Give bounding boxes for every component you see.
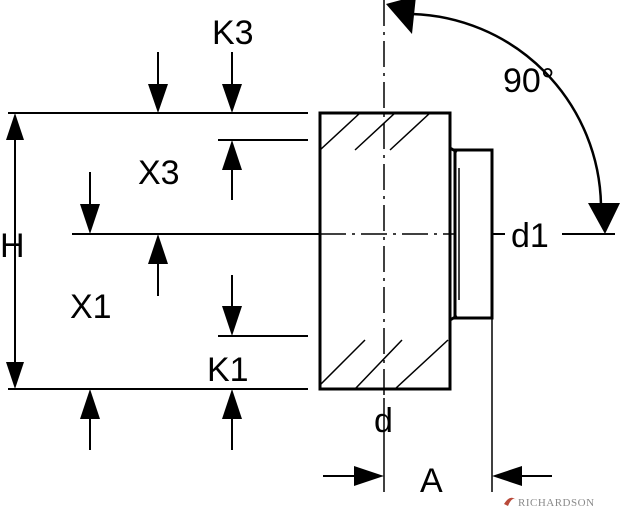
cylinder-rectangle bbox=[318, 111, 452, 391]
groove-detail bbox=[449, 146, 458, 322]
a-arrow-left bbox=[354, 466, 384, 486]
label-d1: d1 bbox=[511, 217, 549, 255]
a-arrow-right bbox=[492, 466, 522, 486]
arc-arrow-start bbox=[386, 0, 416, 34]
h-dimension bbox=[6, 113, 24, 389]
k1-arrow-down bbox=[222, 306, 242, 336]
logo-text: RICHARDSON bbox=[518, 497, 595, 509]
rotation-arc bbox=[386, 0, 620, 234]
label-x1: X1 bbox=[70, 288, 112, 326]
label-h: H bbox=[0, 227, 25, 265]
bottom-arrow-left bbox=[80, 389, 100, 419]
leader-arrows bbox=[80, 52, 242, 450]
x3-arrow bbox=[222, 140, 242, 170]
arc-arrow-end bbox=[588, 203, 620, 234]
k3-arrow-left bbox=[148, 84, 168, 113]
h-arrow-up bbox=[6, 113, 24, 140]
bottom-arrow-right bbox=[222, 389, 242, 419]
label-a: A bbox=[420, 462, 443, 500]
label-k1: K1 bbox=[207, 351, 249, 389]
h-arrow-down bbox=[6, 362, 24, 389]
part-body bbox=[318, 111, 494, 391]
x1-arrow-up bbox=[148, 234, 168, 264]
k3-arrow-right bbox=[222, 84, 242, 113]
spigot-rectangle bbox=[453, 148, 494, 320]
x1-arrow-down bbox=[80, 204, 100, 234]
logo-swoosh-icon bbox=[504, 497, 516, 506]
richardson-logo: RICHARDSON bbox=[504, 497, 595, 509]
label-k3: K3 bbox=[212, 14, 254, 52]
a-dimension bbox=[323, 318, 552, 492]
label-x3: X3 bbox=[138, 154, 180, 192]
label-d: d bbox=[374, 402, 393, 440]
label-angle: 90° bbox=[503, 62, 554, 100]
